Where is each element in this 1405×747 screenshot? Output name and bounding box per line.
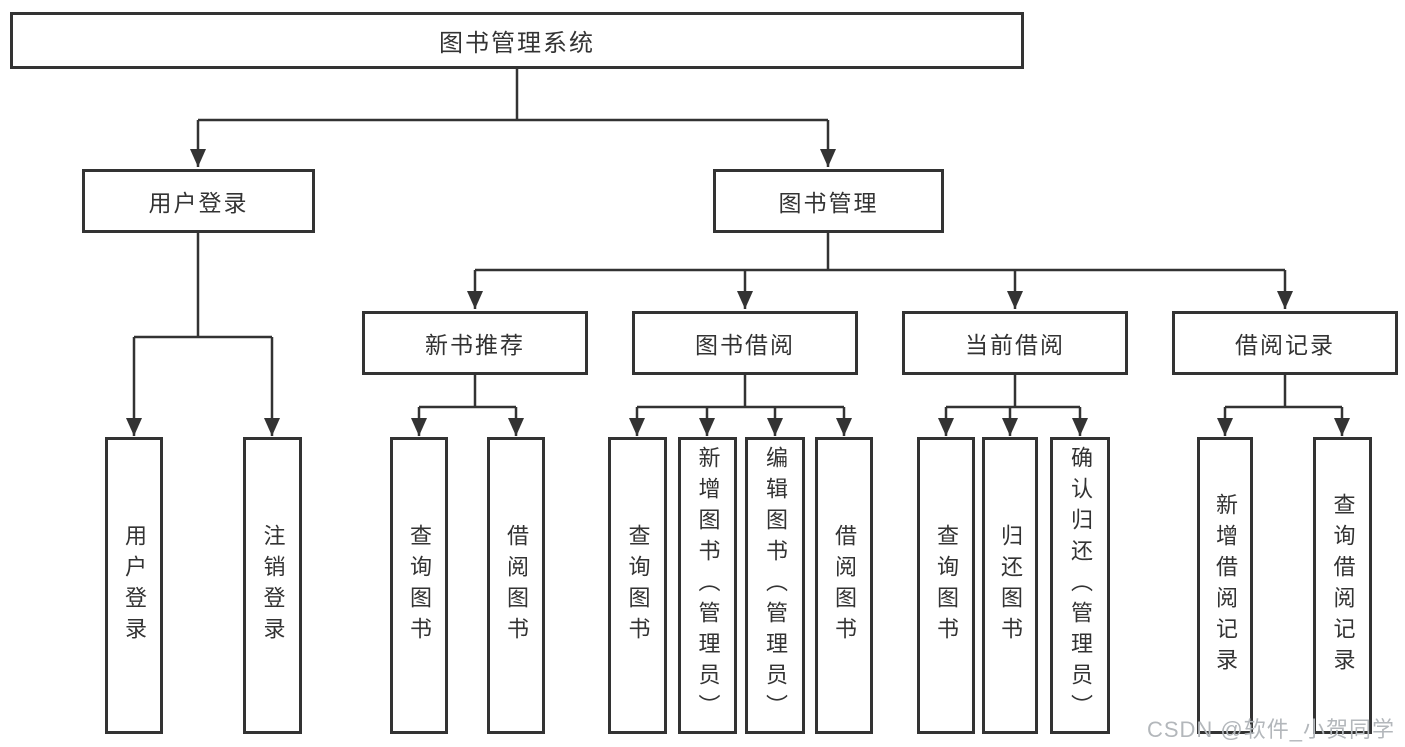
leaf-cb-return-books-label: 归还图书 xyxy=(998,523,1023,648)
leaf-cb-confirm-return: 确认归还（管理员） xyxy=(1050,437,1110,734)
leaf-nb-query-books: 查询图书 xyxy=(390,437,448,734)
node-borrow-records: 借阅记录 xyxy=(1172,311,1398,375)
node-borrow-records-label: 借阅记录 xyxy=(1235,332,1335,358)
node-book-mgmt: 图书管理 xyxy=(713,169,944,233)
leaf-bb-borrow-books-label: 借阅图书 xyxy=(832,523,857,648)
leaf-nb-borrow-books: 借阅图书 xyxy=(487,437,545,734)
leaf-cb-query-books: 查询图书 xyxy=(917,437,975,734)
leaf-nb-borrow-books-label: 借阅图书 xyxy=(504,523,529,648)
node-current-borrow-label: 当前借阅 xyxy=(965,332,1065,358)
leaf-nb-query-books-label: 查询图书 xyxy=(407,523,432,648)
leaf-bb-query-books-label: 查询图书 xyxy=(625,523,651,648)
leaf-user-login: 用户登录 xyxy=(105,437,163,734)
leaf-logout: 注销登录 xyxy=(243,437,302,734)
leaf-bb-edit-books-label: 编辑图书（管理员） xyxy=(763,446,788,725)
leaf-cb-query-books-label: 查询图书 xyxy=(934,523,959,648)
leaf-bb-add-books-label: 新增图书（管理员） xyxy=(695,446,721,725)
leaf-logout-label: 注销登录 xyxy=(260,523,286,648)
node-root: 图书管理系统 xyxy=(10,12,1024,69)
leaf-user-login-label: 用户登录 xyxy=(122,523,147,648)
leaf-br-query-record-label: 查询借阅记录 xyxy=(1330,492,1356,679)
node-book-borrow-label: 图书借阅 xyxy=(695,332,795,358)
leaf-br-add-record-label: 新增借阅记录 xyxy=(1213,492,1238,679)
node-current-borrow: 当前借阅 xyxy=(902,311,1128,375)
node-user-login: 用户登录 xyxy=(82,169,315,233)
node-new-books: 新书推荐 xyxy=(362,311,588,375)
leaf-bb-add-books: 新增图书（管理员） xyxy=(678,437,737,734)
leaf-cb-confirm-return-label: 确认归还（管理员） xyxy=(1068,446,1093,725)
node-new-books-label: 新书推荐 xyxy=(425,332,525,358)
node-book-borrow: 图书借阅 xyxy=(632,311,858,375)
leaf-bb-query-books: 查询图书 xyxy=(608,437,667,734)
leaf-bb-borrow-books: 借阅图书 xyxy=(815,437,873,734)
leaf-bb-edit-books: 编辑图书（管理员） xyxy=(745,437,805,734)
leaf-cb-return-books: 归还图书 xyxy=(982,437,1038,734)
leaf-br-query-record: 查询借阅记录 xyxy=(1313,437,1372,734)
leaf-br-add-record: 新增借阅记录 xyxy=(1197,437,1253,734)
node-root-label: 图书管理系统 xyxy=(439,30,595,57)
node-user-login-label: 用户登录 xyxy=(148,190,249,216)
watermark: CSDN @软件_小贺同学 xyxy=(1146,717,1395,742)
node-book-mgmt-label: 图书管理 xyxy=(778,190,879,216)
